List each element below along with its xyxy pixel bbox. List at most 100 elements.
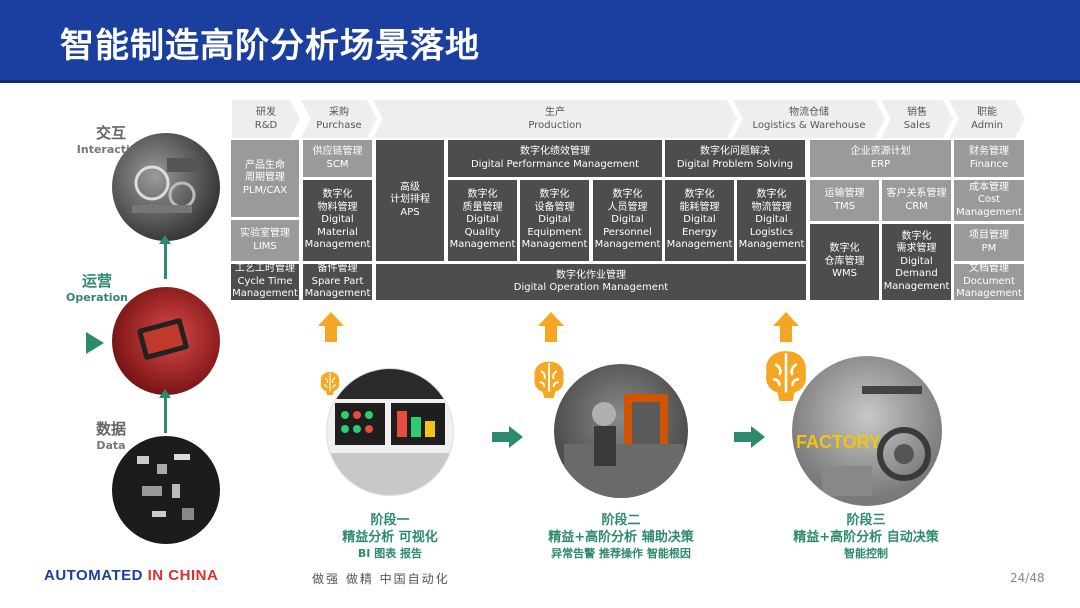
- box-line: 客户关系管理: [886, 188, 947, 199]
- box-line: 工艺工时管理: [235, 263, 295, 275]
- box-line: 数字化: [539, 189, 570, 201]
- box-line: 物料管理: [317, 201, 358, 213]
- box-line: PLM/CAX: [242, 184, 288, 196]
- stage-name: 阶段一: [370, 513, 410, 528]
- stage-name: 阶段二: [601, 513, 641, 528]
- layer-en: Data: [96, 439, 126, 452]
- brain-icon: [765, 351, 807, 401]
- box-line: Finance: [969, 158, 1009, 170]
- up-arrow-data-to-operation: [159, 389, 171, 433]
- box-line: 周期管理: [245, 172, 285, 184]
- brand-text-3: CHINA: [163, 567, 219, 584]
- stage3-text: 阶段三 精益+高阶分析 自动决策 智能控制: [766, 512, 966, 561]
- box-line: 高级: [400, 181, 420, 193]
- box-line: Quality: [464, 226, 501, 238]
- workshop-illustration: [564, 394, 684, 498]
- tablet-illustration: [137, 318, 189, 360]
- stage-detail: 智能控制: [844, 547, 888, 560]
- box-line: SCM: [326, 158, 349, 170]
- layer-data-label: 数据 Data: [56, 418, 166, 452]
- box-line: Personnel: [603, 226, 652, 238]
- brain-icon: [534, 361, 564, 398]
- slogan: 做强 做精 中国自动化: [312, 572, 450, 586]
- box-line: Cost: [977, 194, 1001, 206]
- chevron-cn: 生产: [545, 107, 565, 118]
- page-title: 智能制造高阶分析场景落地: [60, 26, 480, 66]
- factory-illustration: FACTORY: [796, 386, 931, 496]
- factory-sign: FACTORY: [796, 432, 881, 452]
- brand-text-2: IN: [147, 567, 164, 584]
- layer-cn: 数据: [95, 420, 126, 438]
- box-line: Spare Part: [311, 275, 364, 287]
- box-line: Logistics: [749, 226, 794, 238]
- box-line: 项目管理: [969, 230, 1009, 241]
- box-line: Management: [956, 206, 1022, 218]
- box-line: Management: [738, 239, 805, 251]
- box-line: Digital: [755, 214, 788, 226]
- dashboard-illustration: [327, 369, 453, 495]
- stage3-photo: FACTORY: [792, 356, 942, 506]
- chevron-en: Sales: [903, 120, 931, 131]
- chevron-en: Purchase: [316, 120, 362, 131]
- box-line: 文档管理: [969, 263, 1009, 275]
- page-number: 24/48: [1010, 571, 1045, 585]
- operation-photo: [112, 287, 220, 395]
- chevron-cn: 销售: [907, 107, 927, 118]
- chevron-en: Logistics & Warehouse: [752, 120, 866, 131]
- box-line: 成本管理: [969, 181, 1009, 193]
- data-photo: [112, 436, 220, 544]
- box-line: Management: [521, 239, 588, 251]
- brand-text-1: AUTOMATED: [44, 567, 148, 584]
- box-line: 需求管理: [896, 243, 937, 255]
- layer-en: Operation: [66, 291, 128, 304]
- interaction-photo: [112, 133, 220, 241]
- box-line: Digital: [538, 214, 571, 226]
- chevron-sales: 销售 Sales: [881, 100, 953, 138]
- box-line: Document: [963, 275, 1015, 287]
- box-line: 数字化: [901, 230, 932, 242]
- stage-desc: 精益分析 可视化: [342, 530, 438, 545]
- box-line: Management: [956, 288, 1022, 300]
- brand-logo: AUTOMATED IN CHINA: [44, 567, 218, 584]
- play-icon: [86, 332, 104, 354]
- layer-cn: 交互: [95, 124, 126, 142]
- title-bar: 智能制造高阶分析场景落地: [0, 0, 1080, 83]
- box-line: WMS: [832, 268, 857, 280]
- box-line: 物流管理: [751, 201, 792, 213]
- box-line: 质量管理: [462, 201, 503, 213]
- box-line: 数字化问题解决: [700, 146, 770, 157]
- brain-icon: [320, 372, 340, 395]
- box-line: 数字化: [322, 189, 353, 201]
- box-line: Management: [666, 239, 733, 251]
- up-arrow-icon: [773, 312, 799, 342]
- box-line: 运输管理: [824, 188, 865, 199]
- box-line: Digital Operation Management: [513, 282, 669, 293]
- circuit-illustration: [137, 454, 194, 520]
- stage-detail: BI 图表 报告: [357, 547, 423, 560]
- up-arrow-operation-to-interaction: [159, 235, 171, 279]
- box-line: 数字化作业管理: [556, 269, 626, 281]
- box-line: Management: [594, 239, 661, 251]
- box-line: 仓库管理: [824, 255, 865, 267]
- engine-illustration: [132, 158, 197, 213]
- box-line: Digital: [466, 214, 499, 226]
- box-line: Demand: [895, 268, 938, 280]
- box-line: Digital: [683, 214, 716, 226]
- box-line: Digital: [611, 214, 644, 226]
